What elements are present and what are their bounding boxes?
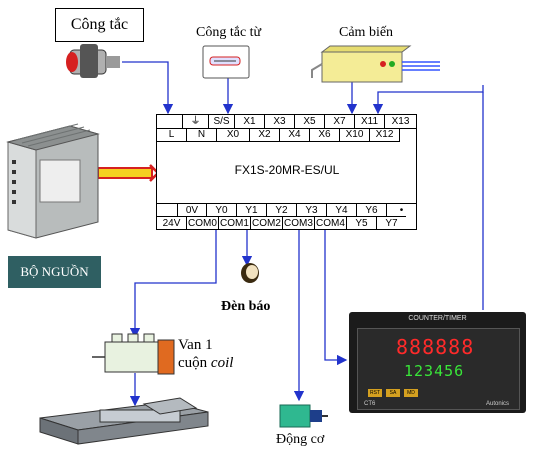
valve-label-line2: cuộn coil	[178, 354, 233, 372]
plc-terminal: COM4	[315, 217, 347, 230]
wire-valve	[129, 229, 217, 339]
power-supply-unit	[6, 123, 100, 239]
plc-terminal: Y2	[267, 204, 297, 217]
plc-terminal: COM2	[251, 217, 283, 230]
motor-drawing	[279, 404, 328, 428]
magnetic-switch-drawing	[202, 45, 250, 79]
valve-label-coil: coil	[210, 355, 234, 371]
lamp-label: Đèn báo	[221, 299, 271, 314]
switch-label: Công tắc	[55, 8, 144, 42]
valve-label-line1: Van 1	[178, 337, 213, 353]
plc-terminal: X5	[295, 115, 325, 128]
plc-terminal: X4	[280, 128, 310, 141]
valve-label-prefix: cuộn	[178, 355, 211, 371]
power-supply-label: BỘ NGUỒN	[8, 256, 101, 288]
sensor-label: Cảm biến	[339, 25, 394, 40]
solenoid-valve-drawing	[92, 333, 175, 375]
plc-terminal: •	[399, 205, 404, 216]
plc-terminal	[157, 115, 183, 128]
power-arrow-body	[97, 167, 153, 179]
plc-terminal: X12	[370, 128, 400, 141]
wire-counter	[324, 229, 348, 366]
plc-terminal: X11	[355, 115, 385, 128]
plc-terminal: COM0	[187, 217, 219, 230]
plc-terminal: Y7	[385, 218, 398, 229]
plc-terminal: 0V	[177, 204, 207, 217]
wire-sensor-b	[372, 85, 484, 115]
counter-md-button: MD	[404, 389, 418, 397]
plc-terminal: X3	[265, 115, 295, 128]
cylinder-drawing	[39, 397, 209, 445]
plc-terminal: ⏚	[183, 115, 209, 128]
valve-label: Van 1 cuộn coil	[178, 336, 233, 372]
magnetic-switch-label: Công tắc từ	[196, 25, 262, 40]
plc-terminal: X7	[325, 115, 355, 128]
plc-terminal: X2	[250, 128, 280, 141]
plc-terminal: 24V	[157, 217, 187, 230]
plc-bottom-row-2: 24V COM0 COM1 COM2 COM3 COM4 Y5 Y7	[157, 216, 406, 230]
plc-terminal: COM1	[219, 217, 251, 230]
plc-terminal: COM3	[283, 217, 315, 230]
lamp-drawing	[241, 263, 259, 283]
sensor-drawing	[311, 45, 440, 83]
plc-terminal-block: ⏚ S/S X1 X3 X5 X7 X11 X13 L N X0 X2 X4 X…	[156, 114, 417, 230]
plc-terminal: Y0	[207, 204, 237, 217]
counter-timer-device: COUNTER/TIMER 888888 123456 RST SA MD CT…	[349, 312, 526, 413]
counter-sa-button: SA	[386, 389, 400, 397]
plc-terminal: Y6	[357, 204, 387, 217]
counter-model: CT6	[364, 401, 376, 407]
counter-green-display: 123456	[404, 362, 465, 380]
plc-terminal: X1	[235, 115, 265, 128]
plc-top-row-2: L N X0 X2 X4 X6 X10 X12	[157, 128, 400, 142]
counter-rst-button: RST	[368, 389, 382, 397]
plc-terminal: Y3	[297, 204, 327, 217]
counter-title: COUNTER/TIMER	[408, 315, 467, 322]
counter-brand: Autonics	[486, 401, 510, 407]
plc-bottom-row: 0V Y0 Y1 Y2 Y3 Y4 Y6 •	[157, 203, 416, 217]
plc-terminal: X6	[310, 128, 340, 141]
wire-switch	[122, 61, 174, 115]
plc-top-row: ⏚ S/S X1 X3 X5 X7 X11 X13	[157, 115, 416, 129]
plc-model-label: FX1S-20MR-ES/UL	[234, 163, 340, 177]
motor-label: Động cơ	[276, 432, 325, 447]
counter-display-panel: 888888 123456 RST SA MD CT6 Autonics	[357, 328, 520, 410]
plc-terminal: X13	[391, 116, 410, 127]
push-button-drawing	[66, 44, 120, 78]
plc-terminal: S/S	[209, 115, 235, 128]
plc-terminal: X0	[217, 128, 250, 141]
plc-terminal: Y5	[347, 217, 377, 230]
plc-terminal: Y4	[327, 204, 357, 217]
plc-terminal: N	[187, 128, 217, 141]
plc-terminal: Y1	[237, 204, 267, 217]
plc-terminal: L	[157, 128, 187, 141]
counter-red-display: 888888	[396, 335, 475, 359]
plc-terminal: X10	[340, 128, 370, 141]
